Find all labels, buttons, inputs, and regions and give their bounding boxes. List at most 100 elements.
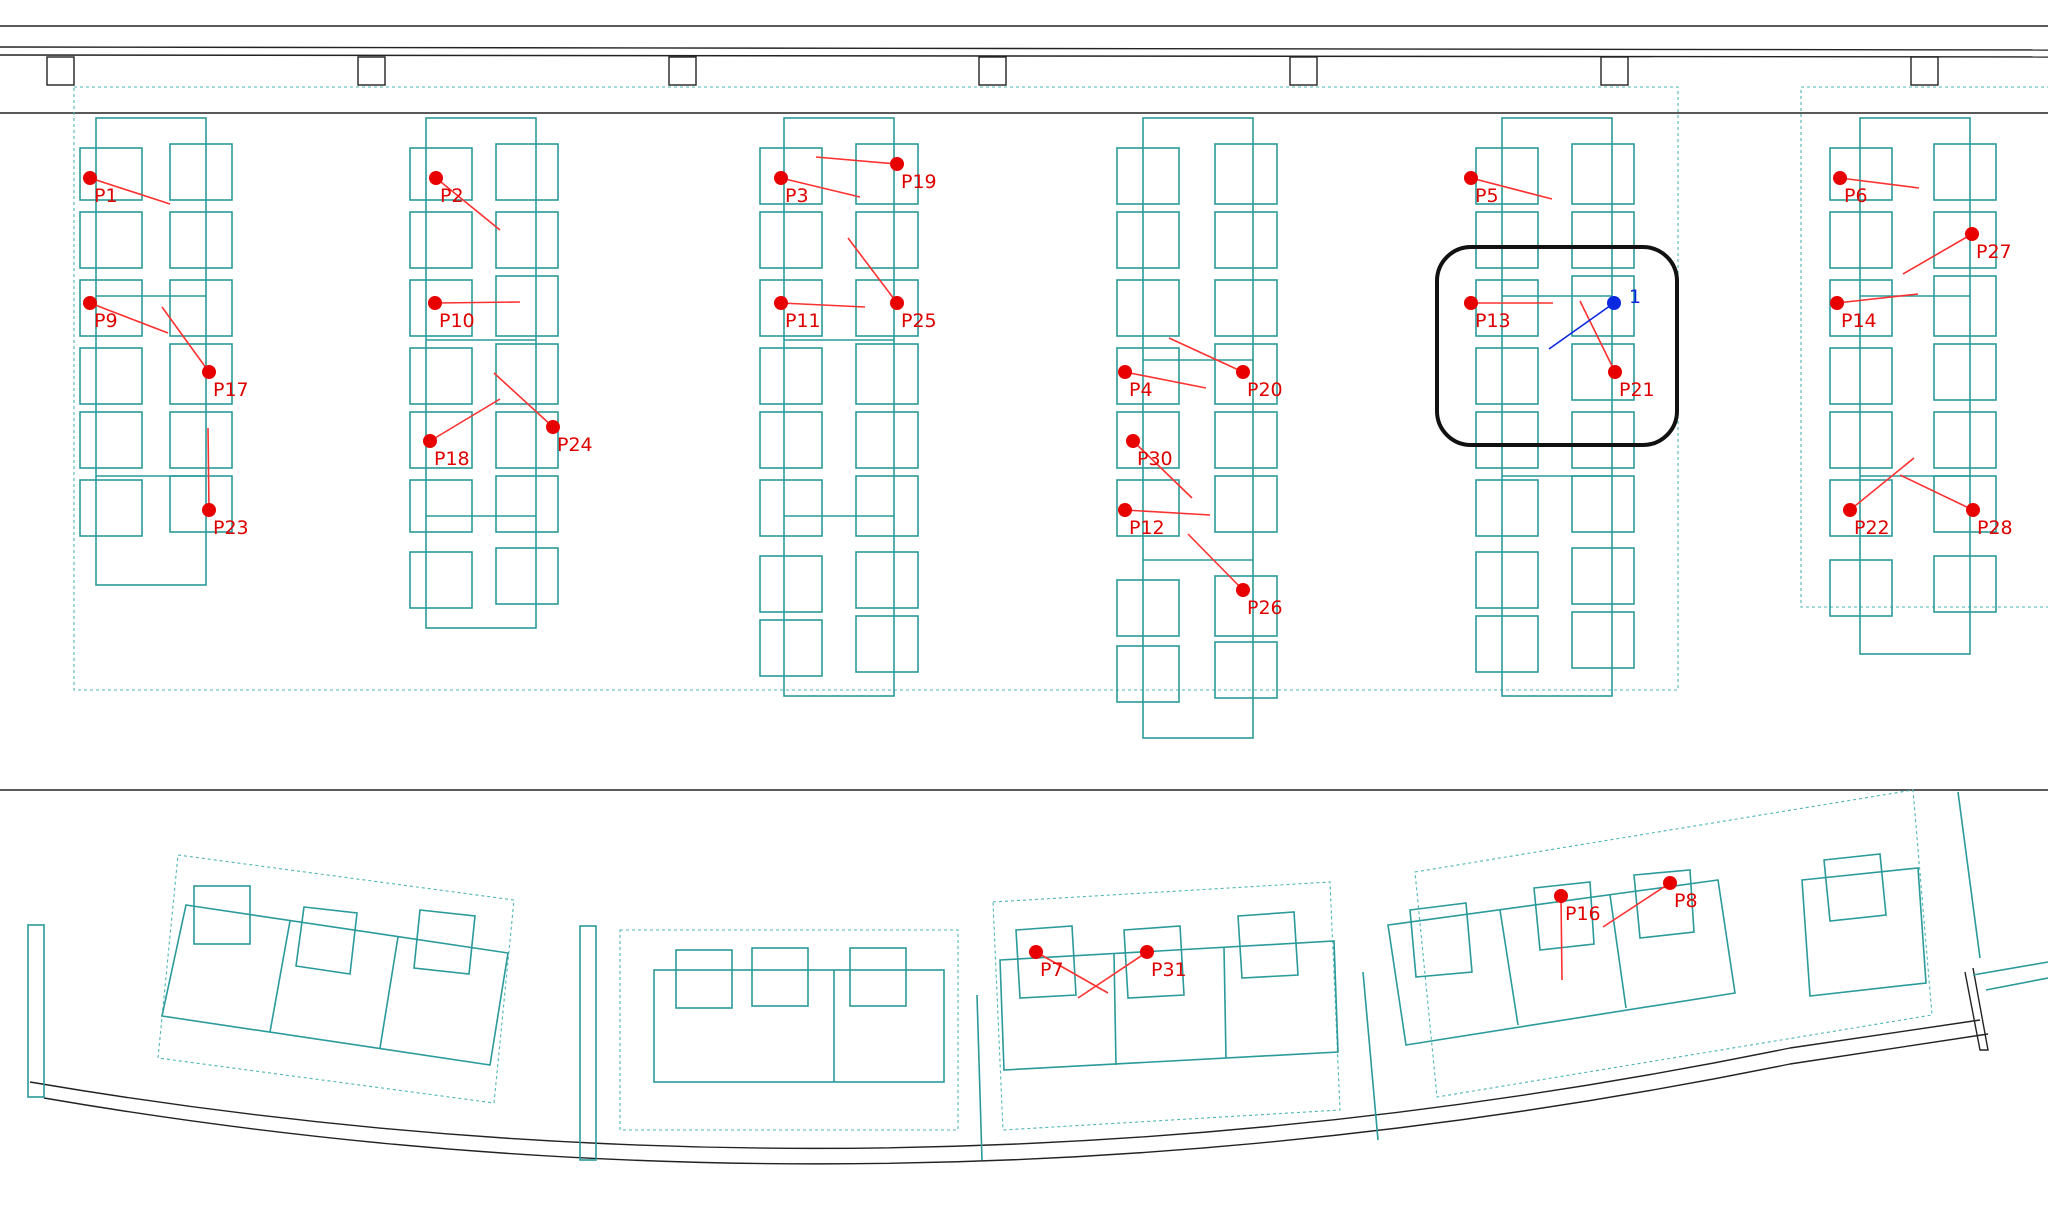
point-label: P4 (1129, 379, 1153, 401)
measurement-point[interactable]: P18 (423, 398, 501, 470)
point-direction-line (1836, 293, 1919, 304)
desk-cluster-6 (1829, 117, 1997, 655)
measurement-point[interactable]: P26 (1187, 533, 1283, 619)
point-direction-line (1899, 474, 1974, 511)
measurement-point[interactable]: P27 (1902, 227, 2012, 275)
lower-desk-group-4 (1387, 789, 1933, 1098)
measurement-point[interactable]: P6 (1833, 171, 1920, 207)
measurement-point[interactable]: P23 (202, 427, 249, 539)
desk-cluster-4 (1116, 117, 1278, 739)
measurement-point[interactable]: P22 (1843, 457, 1915, 539)
measurement-point[interactable]: P16 (1554, 889, 1601, 981)
selected-point[interactable]: 1 (1548, 286, 1641, 350)
measurement-point[interactable]: P25 (847, 237, 937, 332)
measurement-point[interactable]: P1 (83, 171, 171, 207)
point-marker[interactable] (423, 434, 437, 448)
selected-point-marker[interactable] (1607, 296, 1621, 310)
point-label: P6 (1844, 185, 1868, 207)
measurement-point[interactable]: P20 (1168, 337, 1283, 401)
point-marker[interactable] (1843, 503, 1857, 517)
selected-point-direction-line (1548, 302, 1615, 350)
point-label: P18 (434, 448, 470, 470)
point-label: P28 (1977, 517, 2013, 539)
measurement-point[interactable]: P19 (815, 156, 937, 193)
point-marker[interactable] (1140, 945, 1154, 959)
point-marker[interactable] (1236, 365, 1250, 379)
point-direction-line (847, 237, 898, 304)
point-direction-line (435, 177, 501, 231)
point-direction-line (207, 427, 210, 511)
point-marker[interactable] (1029, 945, 1043, 959)
point-direction-line (434, 301, 521, 304)
selection-box[interactable] (1435, 245, 1679, 447)
measurement-point[interactable]: P31 (1077, 945, 1187, 999)
curved-exterior-wall (29, 961, 2048, 1165)
point-direction-line (1077, 951, 1148, 999)
measurement-point[interactable]: P30 (1126, 434, 1193, 499)
point-label: P8 (1674, 890, 1698, 912)
point-label: P23 (213, 517, 249, 539)
point-label: P12 (1129, 517, 1165, 539)
point-marker[interactable] (1663, 876, 1677, 890)
measurement-point[interactable]: P9 (83, 296, 169, 334)
desk-cluster-3 (759, 117, 919, 697)
point-label: P17 (213, 379, 249, 401)
measurement-point[interactable]: P12 (1118, 503, 1211, 539)
point-marker[interactable] (428, 296, 442, 310)
point-marker[interactable] (890, 157, 904, 171)
point-marker[interactable] (202, 365, 216, 379)
point-direction-line (1579, 300, 1616, 373)
point-marker[interactable] (774, 171, 788, 185)
lower-desk-group-2 (619, 929, 959, 1131)
measurement-point[interactable]: P10 (428, 296, 521, 332)
point-marker[interactable] (1236, 583, 1250, 597)
point-marker[interactable] (1126, 434, 1140, 448)
point-marker[interactable] (1464, 171, 1478, 185)
zone-outline (73, 86, 1679, 691)
point-direction-line (780, 302, 866, 308)
point-marker[interactable] (83, 296, 97, 310)
point-marker[interactable] (1118, 365, 1132, 379)
measurement-point[interactable]: P13 (1464, 296, 1553, 332)
point-marker[interactable] (1464, 296, 1478, 310)
point-marker[interactable] (774, 296, 788, 310)
measurement-point[interactable]: P28 (1899, 474, 2013, 539)
point-marker[interactable] (1608, 365, 1622, 379)
point-marker[interactable] (429, 171, 443, 185)
point-direction-line (1839, 177, 1920, 189)
measurement-point[interactable]: P21 (1579, 300, 1655, 401)
measurement-point[interactable]: P17 (161, 306, 249, 401)
measurement-point[interactable]: P2 (429, 171, 501, 231)
point-direction-line (1187, 533, 1244, 591)
point-marker[interactable] (1965, 227, 1979, 241)
point-marker[interactable] (1830, 296, 1844, 310)
point-direction-line (1560, 895, 1563, 981)
measurement-point[interactable]: P8 (1602, 876, 1698, 928)
point-label: P21 (1619, 379, 1655, 401)
point-marker[interactable] (202, 503, 216, 517)
point-marker[interactable] (1554, 889, 1568, 903)
measurement-point[interactable]: P14 (1830, 293, 1919, 332)
point-direction-line (89, 302, 169, 334)
point-direction-line (1124, 509, 1211, 516)
point-marker[interactable] (1966, 503, 1980, 517)
point-label: P2 (440, 185, 464, 207)
measurement-point[interactable]: P3 (774, 171, 861, 207)
lower-partitions (27, 791, 1981, 1161)
point-marker[interactable] (890, 296, 904, 310)
point-marker[interactable] (1833, 171, 1847, 185)
point-marker[interactable] (83, 171, 97, 185)
point-marker[interactable] (546, 420, 560, 434)
measurement-point[interactable]: P24 (493, 372, 593, 456)
point-direction-line (780, 177, 861, 198)
point-direction-line (1168, 337, 1244, 373)
point-label: P5 (1475, 185, 1499, 207)
point-marker[interactable] (1118, 503, 1132, 517)
measurement-point[interactable]: P11 (774, 296, 866, 332)
point-direction-line (815, 156, 898, 165)
point-label: P31 (1151, 959, 1187, 981)
measurement-point[interactable]: P4 (1118, 365, 1207, 401)
measurement-point[interactable]: P5 (1464, 171, 1553, 207)
